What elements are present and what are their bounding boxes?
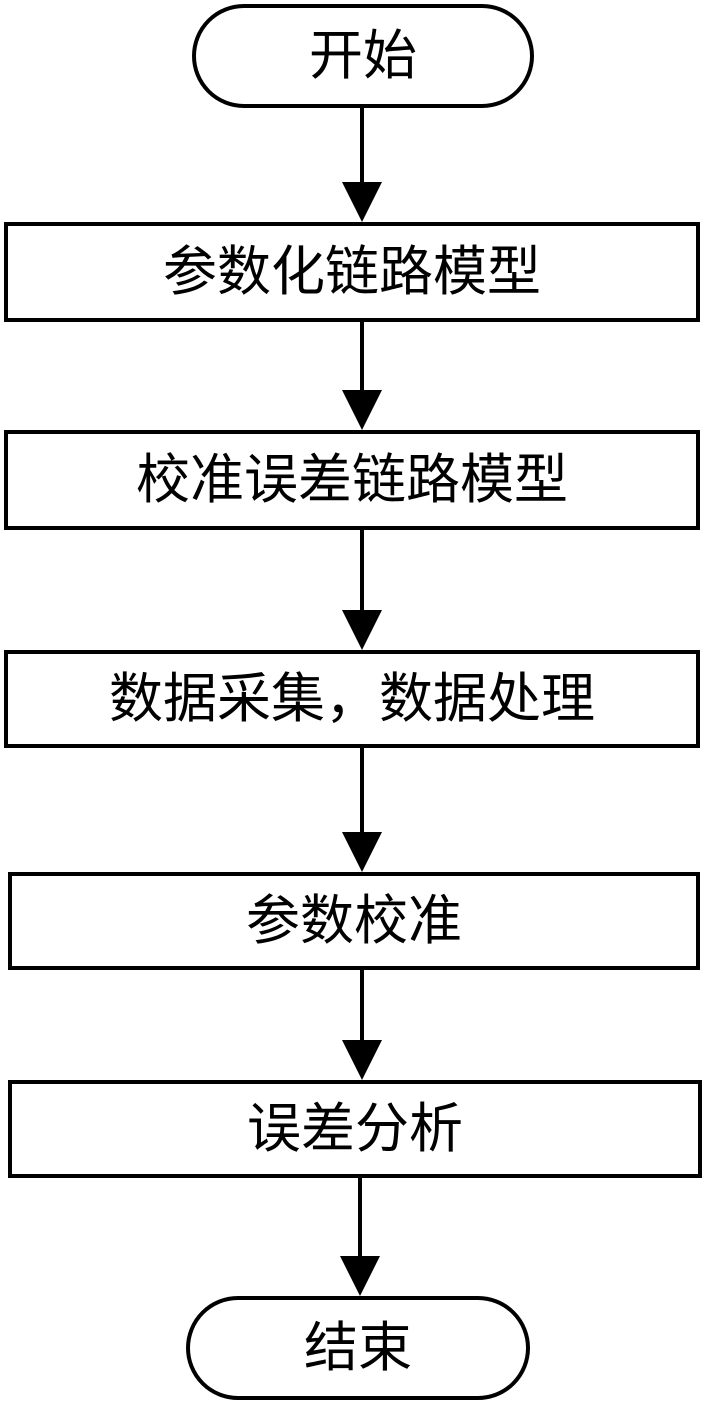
step-2-label: 校准误差链路模型 (136, 448, 568, 511)
arrow-step-1-to-step-2 (342, 322, 382, 430)
step-1-box: 参数化链路模型 (4, 222, 700, 322)
arrow-step-2-to-step-3 (342, 530, 382, 650)
step-4-box: 参数校准 (8, 872, 700, 970)
arrow-step-3-to-step-4 (342, 748, 382, 872)
arrow-start-to-step-1 (342, 108, 382, 222)
step-3-box: 数据采集，数据处理 (4, 650, 700, 748)
step-4-label: 参数校准 (246, 889, 462, 952)
arrow-step-5-to-end (340, 1178, 380, 1296)
step-2-box: 校准误差链路模型 (4, 430, 700, 530)
step-3-label: 数据采集，数据处理 (109, 667, 595, 730)
step-5-label: 误差分析 (247, 1097, 463, 1160)
step-5-box: 误差分析 (8, 1080, 702, 1178)
start-label: 开始 (309, 24, 417, 87)
end-label: 结束 (304, 1316, 412, 1379)
start-node: 开始 (192, 4, 534, 108)
step-1-label: 参数化链路模型 (163, 240, 541, 303)
end-node: 结束 (186, 1296, 530, 1400)
arrow-step-4-to-step-5 (342, 970, 382, 1080)
